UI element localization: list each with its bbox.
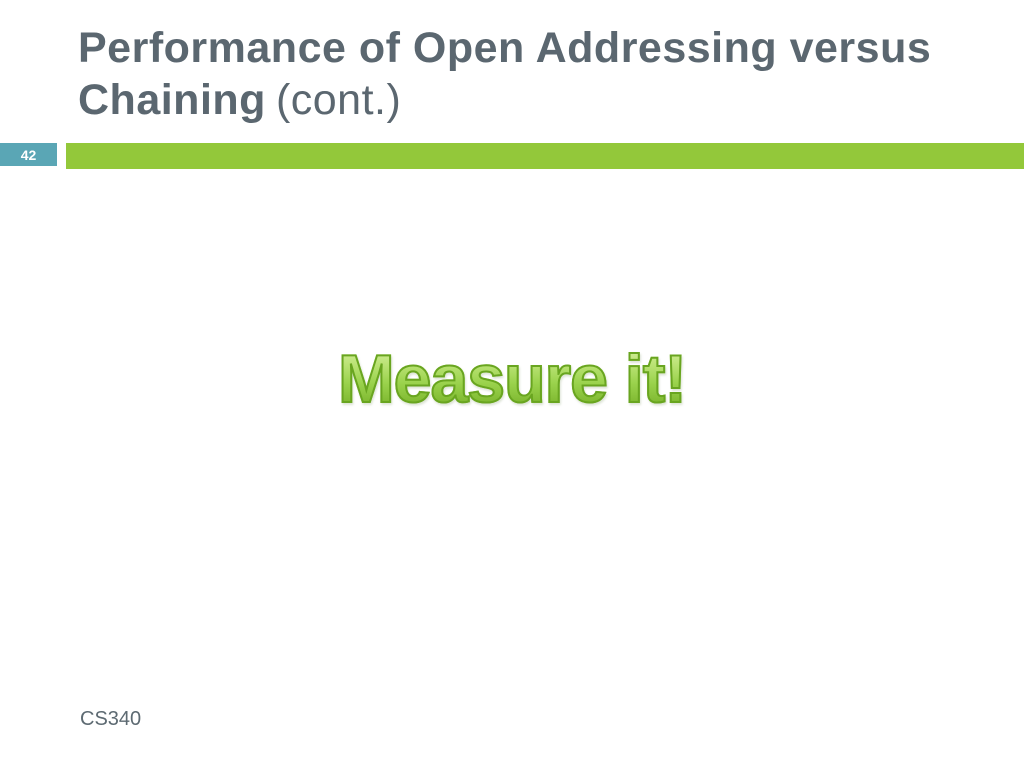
wordart-measure-it: Measure it! xyxy=(0,341,1024,418)
slide-title-line2-bold: Chaining xyxy=(78,76,266,125)
slide-title: Performance of Open Addressing versus Ch… xyxy=(78,22,978,127)
accent-bar xyxy=(66,143,1024,169)
slide-title-cont-suffix: (cont.) xyxy=(275,76,402,125)
page-number-badge: 42 xyxy=(0,143,57,166)
slide-title-line1: Performance of Open Addressing versus xyxy=(78,24,932,72)
page-number: 42 xyxy=(20,146,37,163)
footer-course-label: CS340 xyxy=(80,708,142,730)
